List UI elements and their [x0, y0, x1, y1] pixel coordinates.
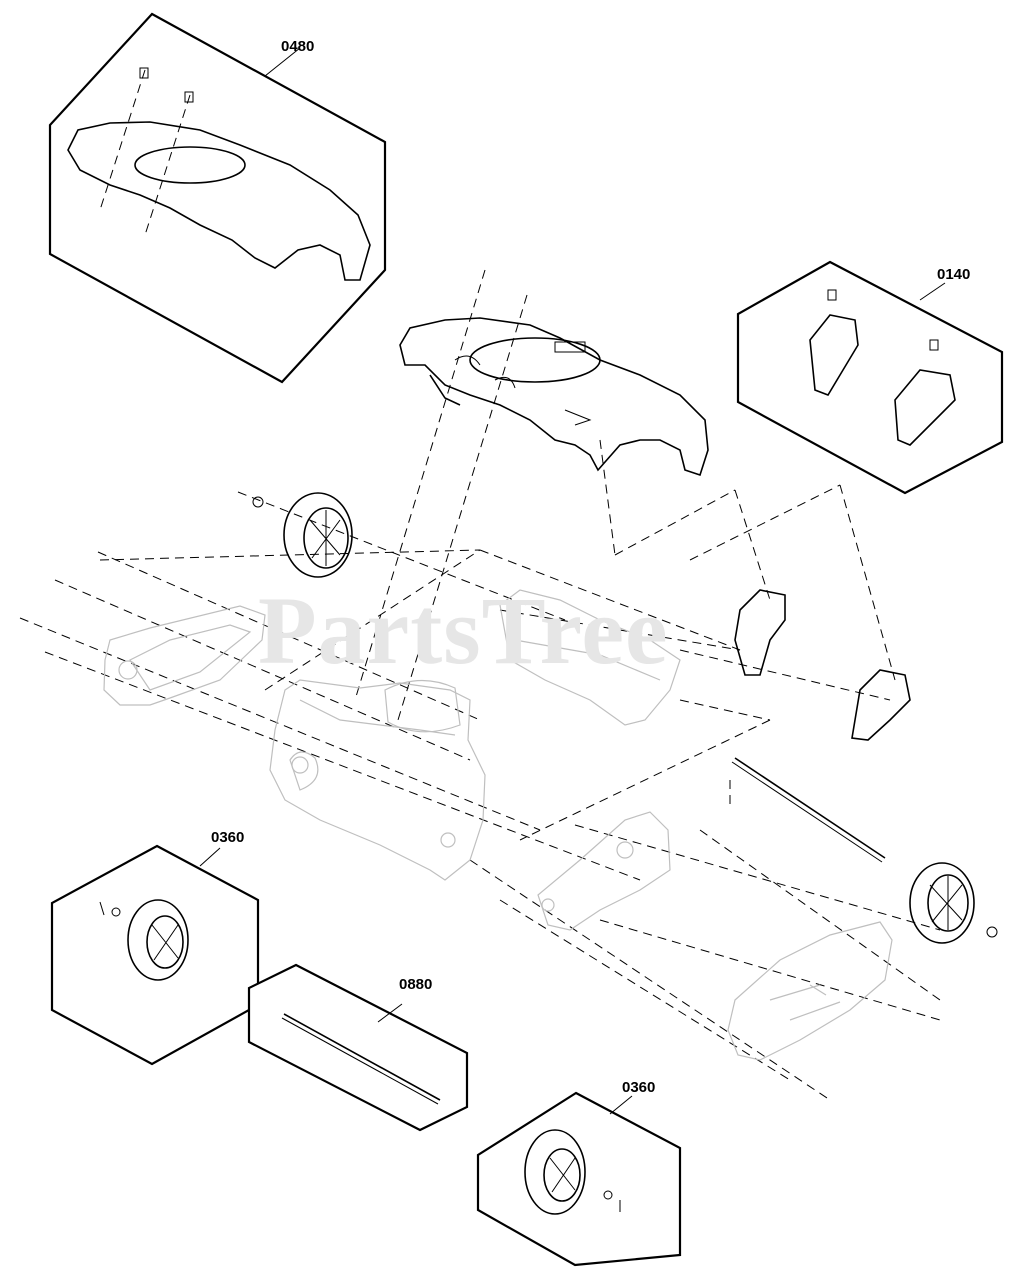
callout-label-0360-bottom: 0360 — [622, 1079, 656, 1096]
callout-box-0880 — [247, 963, 469, 1132]
callout-label-0880: 0880 — [399, 976, 433, 993]
callout-label-0140: 0140 — [937, 266, 971, 283]
callout-box-0480 — [48, 12, 387, 384]
callout-label-0360-left: 0360 — [211, 829, 245, 846]
handle-bracket-parts — [734, 589, 911, 741]
axle-rod-assembly — [731, 757, 886, 863]
wheel-right — [909, 862, 998, 944]
callout-box-0360-left — [50, 844, 260, 1066]
main-housing-cover — [399, 317, 709, 477]
callout-label-0480: 0480 — [281, 38, 315, 55]
chassis-faint-parts — [103, 589, 893, 1061]
callout-box-0360-bottom — [476, 1091, 682, 1267]
wheel-upper-left — [252, 492, 353, 578]
assembly-leader-lines — [19, 269, 941, 1101]
watermark-text: PartsTree — [258, 577, 669, 684]
callout-box-0140 — [736, 260, 1004, 495]
